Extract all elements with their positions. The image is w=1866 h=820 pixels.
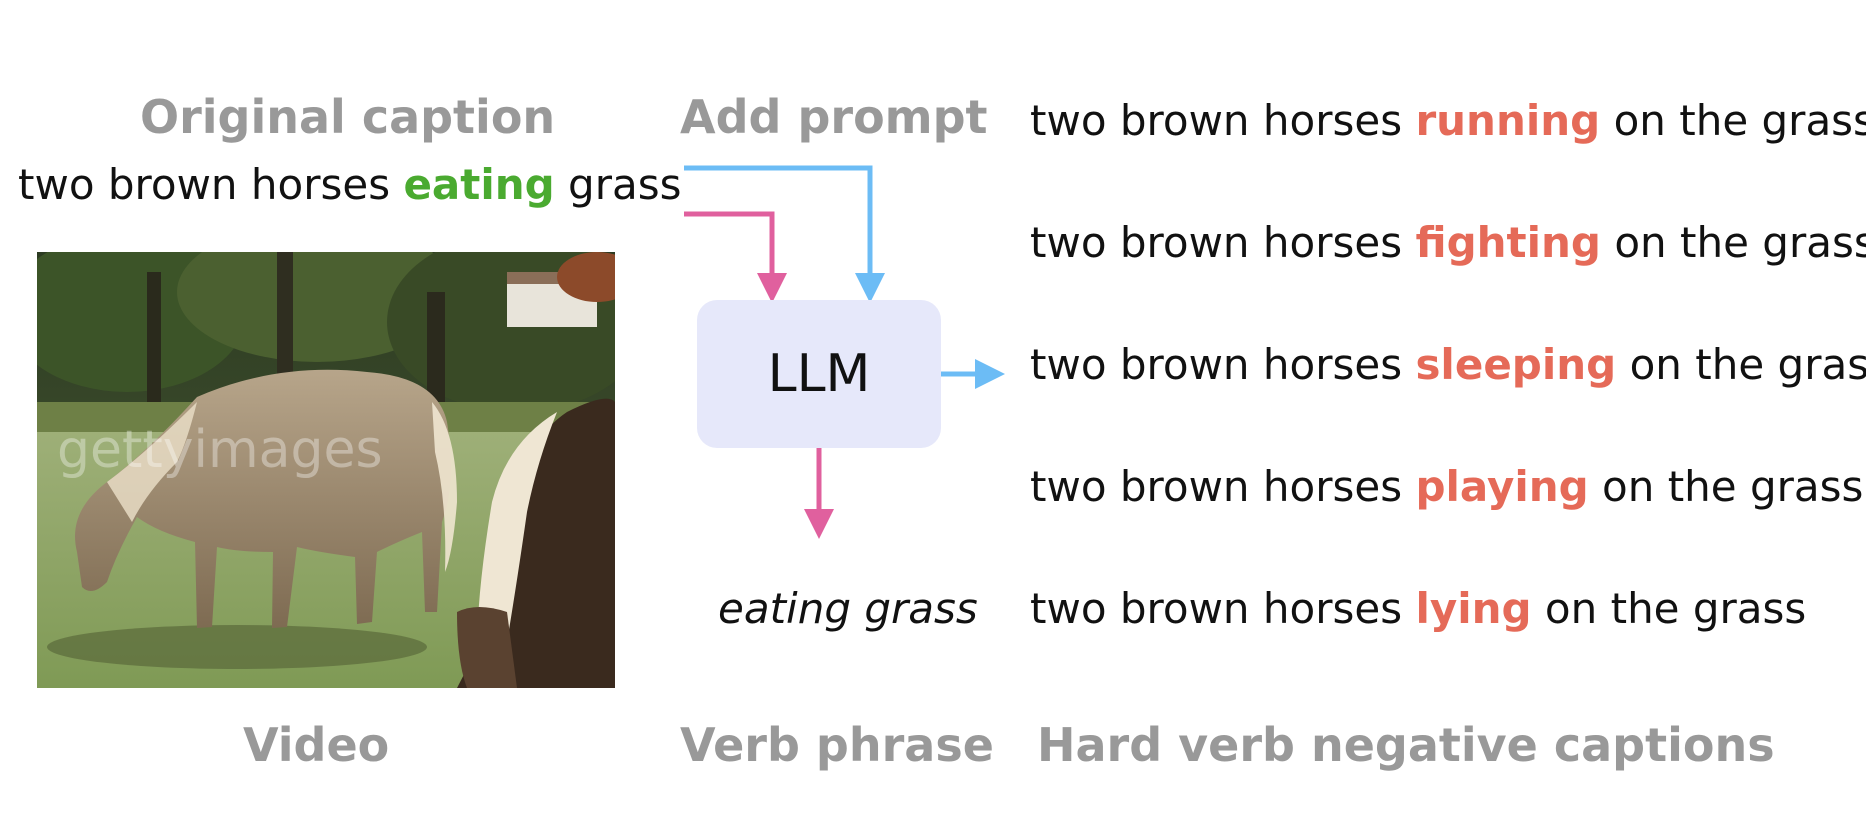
negative-verb: lying — [1415, 584, 1532, 633]
negative-verb: playing — [1415, 462, 1589, 511]
negative-prefix: two brown horses — [1030, 584, 1416, 633]
negative-caption-3: two brown horses sleeping on the grass — [1030, 340, 1866, 389]
horses-image: gettyimages — [37, 252, 615, 688]
hard-negatives-label: Hard verb negative captions — [1037, 718, 1775, 772]
negative-suffix: on the grass — [1600, 96, 1866, 145]
negative-suffix: on the grass — [1588, 462, 1864, 511]
negative-caption-5: two brown horses lying on the grass — [1030, 584, 1806, 633]
negative-prefix: two brown horses — [1030, 218, 1416, 267]
negative-suffix: on the grass — [1531, 584, 1807, 633]
negative-suffix: on the grass — [1600, 218, 1866, 267]
negative-prefix: two brown horses — [1030, 462, 1416, 511]
negative-caption-4: two brown horses playing on the grass — [1030, 462, 1863, 511]
negative-verb: running — [1415, 96, 1601, 145]
caption-prefix: two brown horses — [18, 160, 404, 209]
llm-box: LLM — [697, 300, 941, 448]
negative-suffix: on the grass — [1616, 340, 1866, 389]
caption-verb: eating — [403, 160, 555, 209]
watermark-text: gettyimages — [57, 420, 383, 480]
prompt-arrow — [684, 165, 885, 303]
original-caption: two brown horses eating grass — [18, 160, 681, 209]
verb-phrase-label: Verb phrase — [680, 718, 994, 772]
negative-prefix: two brown horses — [1030, 340, 1416, 389]
negative-verb: sleeping — [1415, 340, 1617, 389]
add-prompt-label: Add prompt — [680, 90, 988, 144]
negative-verb: fighting — [1415, 218, 1601, 267]
llm-label: LLM — [767, 344, 871, 404]
negative-prefix: two brown horses — [1030, 96, 1416, 145]
video-frame: gettyimages — [37, 252, 615, 688]
verb-phrase-text: eating grass — [718, 584, 978, 633]
caption-suffix: grass — [554, 160, 682, 209]
negative-caption-1: two brown horses running on the grass — [1030, 96, 1866, 145]
original-caption-label: Original caption — [140, 90, 556, 144]
caption-to-llm-arrow — [684, 211, 787, 303]
negative-caption-2: two brown horses fighting on the grass — [1030, 218, 1866, 267]
video-label: Video — [243, 718, 390, 772]
